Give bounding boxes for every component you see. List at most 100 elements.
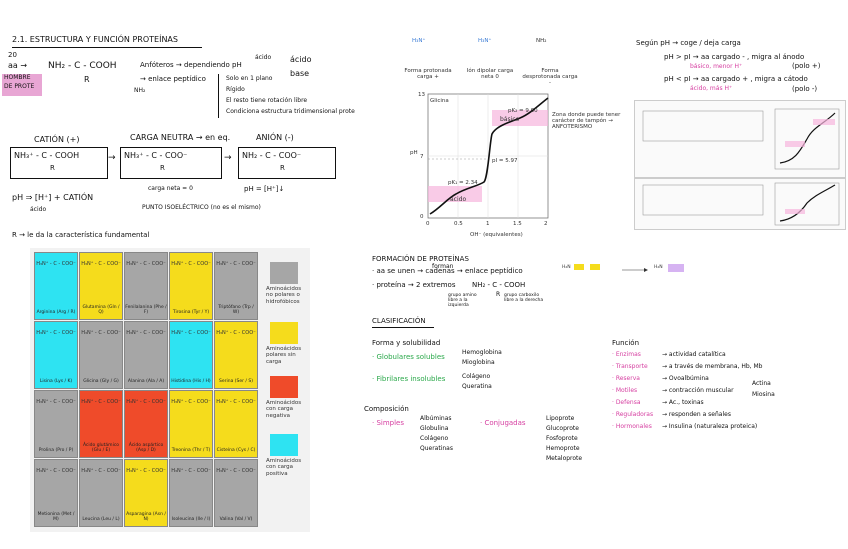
form-protonated: Forma protonada carga +	[400, 68, 456, 80]
formation-line1: · aa se unen → cadenas → enlace peptídic…	[372, 268, 523, 276]
formation-title: FORMACIÓN DE PROTEÍNAS	[372, 256, 469, 264]
cation-label: CATIÓN (+)	[34, 136, 79, 145]
svg-text:H₂N: H₂N	[654, 264, 663, 270]
ph-anion: pH = [H⁺]↓	[244, 186, 284, 194]
amino-acid-name: Fenilalanina (Phe / F)	[125, 306, 167, 316]
formation-note-b: grupo carboxilo libre a la derecha	[504, 294, 544, 304]
conj-item-1: Lipoprote	[546, 416, 574, 423]
globular-item-1: Hemoglobina	[462, 350, 502, 357]
fibrillar-item-1: Colágeno	[462, 374, 490, 381]
enlace-peptidico: → enlace peptídico	[140, 76, 206, 84]
pk2-label: pK₂ = 9.60	[508, 108, 538, 114]
neutral-r: R	[160, 165, 165, 173]
amino-acid-backbone: H₃N⁺ - C - COO⁻	[125, 330, 167, 336]
conj-item-4: Hemoprote	[546, 446, 580, 453]
acido-small: ácido	[30, 207, 46, 214]
amino-acid-cell: H₃N⁺ - C - COO⁻Lisina (Lys / K)	[34, 321, 78, 389]
ytick-0: 0	[420, 214, 424, 220]
arrow-2: →	[224, 154, 232, 164]
motil-item-2: Miosina	[752, 392, 775, 399]
formation-ends: NH₂ - C - COOH	[472, 282, 525, 290]
ph-rule-2: pH < pI → aa cargado + , migra a cátodo	[664, 76, 808, 84]
net-charge: carga neta = 0	[148, 186, 193, 193]
amino-acid-backbone: H₃N⁺ - C - COO⁻	[125, 261, 167, 267]
function-key: · Defensa	[612, 400, 641, 407]
amino-acid-name: Ácido aspártico (Asp / D)	[125, 444, 167, 454]
xtick-2: 2	[544, 221, 548, 227]
form-dipolar: Ión dipolar carga neta 0	[462, 68, 518, 80]
basic-label: básico	[500, 116, 519, 123]
amino-acid-backbone: H₃N⁺ - C - COO⁻	[125, 399, 167, 405]
globular-item-2: Mioglobina	[462, 360, 495, 367]
arrow-1: →	[108, 154, 116, 164]
cation-formula: NH₃⁺ - C - COOH	[14, 152, 79, 161]
anion-label: ANIÓN (-)	[256, 134, 294, 143]
function-value: → responden a señales	[662, 412, 731, 419]
amino-acid-backbone: H₃N⁺ - C - COO⁻	[170, 330, 212, 336]
label-deprote: DE PROTE	[4, 84, 34, 91]
function-value: → Ovoalbúmina	[662, 376, 709, 383]
legend-positive: Aminoácidos con carga positiva	[266, 458, 308, 477]
anfoteros-acido-small: ácido	[255, 55, 271, 62]
amino-acid-name: Serina (Ser / S)	[215, 380, 257, 385]
legend-swatch-polar	[270, 322, 298, 344]
conjugated-proteins: · Conjugadas	[480, 420, 526, 428]
titration-figure-a	[634, 100, 846, 178]
amino-acid-name: Asparagina (Asn / N)	[125, 513, 167, 523]
amino-acid-name: Ácido glutámico (Glu / E)	[80, 444, 122, 454]
pi-label: pI = 5.97	[492, 158, 517, 164]
count-20: 20	[8, 52, 17, 60]
title-underline	[12, 47, 202, 48]
xtick-05: 0.5	[454, 221, 463, 227]
acid-label: ácido	[450, 196, 466, 203]
pk1-label: pK₁ = 2.34	[448, 180, 478, 186]
ph-rule-1-note: básico, menor H⁺	[690, 64, 742, 71]
xtick-15: 1.5	[513, 221, 522, 227]
simple-item-4: Queratinas	[420, 446, 453, 453]
amino-acid-backbone: H₃N⁺ - C - COO⁻	[125, 468, 167, 474]
amino-acid-backbone: H₃N⁺ - C - COO⁻	[215, 330, 257, 336]
function-key: · Hormonales	[612, 424, 652, 431]
amino-acid-cell: H₃N⁺ - C - COO⁻Treonina (Thr / T)	[169, 390, 213, 458]
classification-underline	[372, 327, 434, 328]
conj-item-3: Fosfoprote	[546, 436, 578, 443]
form-solubility-title: Forma y solubilidad	[372, 340, 440, 348]
isoelectric-point: PUNTO ISOELÉCTRICO (no es el mismo)	[142, 205, 261, 212]
ph-rule-2-pole: (polo -)	[792, 86, 817, 94]
function-key: · Reguladoras	[612, 412, 653, 419]
amino-acid-backbone: H₃N⁺ - C - COO⁻	[35, 330, 77, 336]
ph-rule-1: pH > pI → aa cargado - , migra al ánodo	[664, 54, 804, 62]
amino-acid-name: Triptófano (Trp / W)	[215, 306, 257, 316]
motil-item-1: Actina	[752, 381, 771, 388]
amino-acid-cell: H₃N⁺ - C - COO⁻Isoleucina (Ile / I)	[169, 459, 213, 527]
neutral-label: CARGA NEUTRA → en eq.	[130, 134, 230, 143]
amino-acid-backbone: H₃N⁺ - C - COO⁻	[215, 399, 257, 405]
amino-acid-name: Glicina (Gly / G)	[80, 380, 122, 385]
amino-acid-cell: H₃N⁺ - C - COO⁻Valina (Val / V)	[214, 459, 258, 527]
amino-acid-cell: H₃N⁺ - C - COO⁻Arginina (Arg / R)	[34, 252, 78, 320]
ph-rule-title: Según pH → coge / deja carga	[636, 40, 741, 48]
simple-item-2: Globulina	[420, 426, 448, 433]
amino-acid-name: Tirosina (Tyr / Y)	[170, 311, 212, 316]
ytick-13: 13	[418, 92, 425, 98]
anfoteros-acido: ácido	[290, 56, 312, 65]
x-axis-label: OH⁻ (equivalentes)	[470, 232, 523, 238]
formation-ends-r: R	[496, 292, 500, 299]
amino-acid-cell: H₃N⁺ - C - COO⁻Alanina (Ala / A)	[124, 321, 168, 389]
function-title: Función	[612, 340, 639, 348]
amino-acid-backbone: H₃N⁺ - C - COO⁻	[170, 468, 212, 474]
ph-cation: pH ⇒ [H⁺] + CATIÓN	[12, 194, 93, 203]
ytick-7: 7	[420, 154, 424, 160]
amino-acid-cell: H₃N⁺ - C - COO⁻ Fenilalanina (Phe / F)	[124, 252, 168, 320]
glycine-label: Glicina	[430, 98, 449, 104]
conj-item-5: Metaloprote	[546, 456, 582, 463]
amino-acid-backbone: H₃N⁺ - C - COO⁻	[215, 468, 257, 474]
function-value: → contracción muscular	[662, 388, 734, 395]
globular: · Globulares solubles	[372, 354, 445, 362]
titration-figure-b	[634, 178, 846, 230]
amino-acid-backbone: H₃N⁺ - C - COO⁻	[80, 261, 122, 267]
ph-rule-1-pole: (polo +)	[792, 63, 821, 71]
amino-acid-cell: H₃N⁺ - C - COO⁻Prolina (Pro / P)	[34, 390, 78, 458]
amino-acid-backbone: H₃N⁺ - C - COO⁻	[215, 261, 257, 267]
peptide-bond-figure: H₂N H₂N	[560, 254, 710, 292]
